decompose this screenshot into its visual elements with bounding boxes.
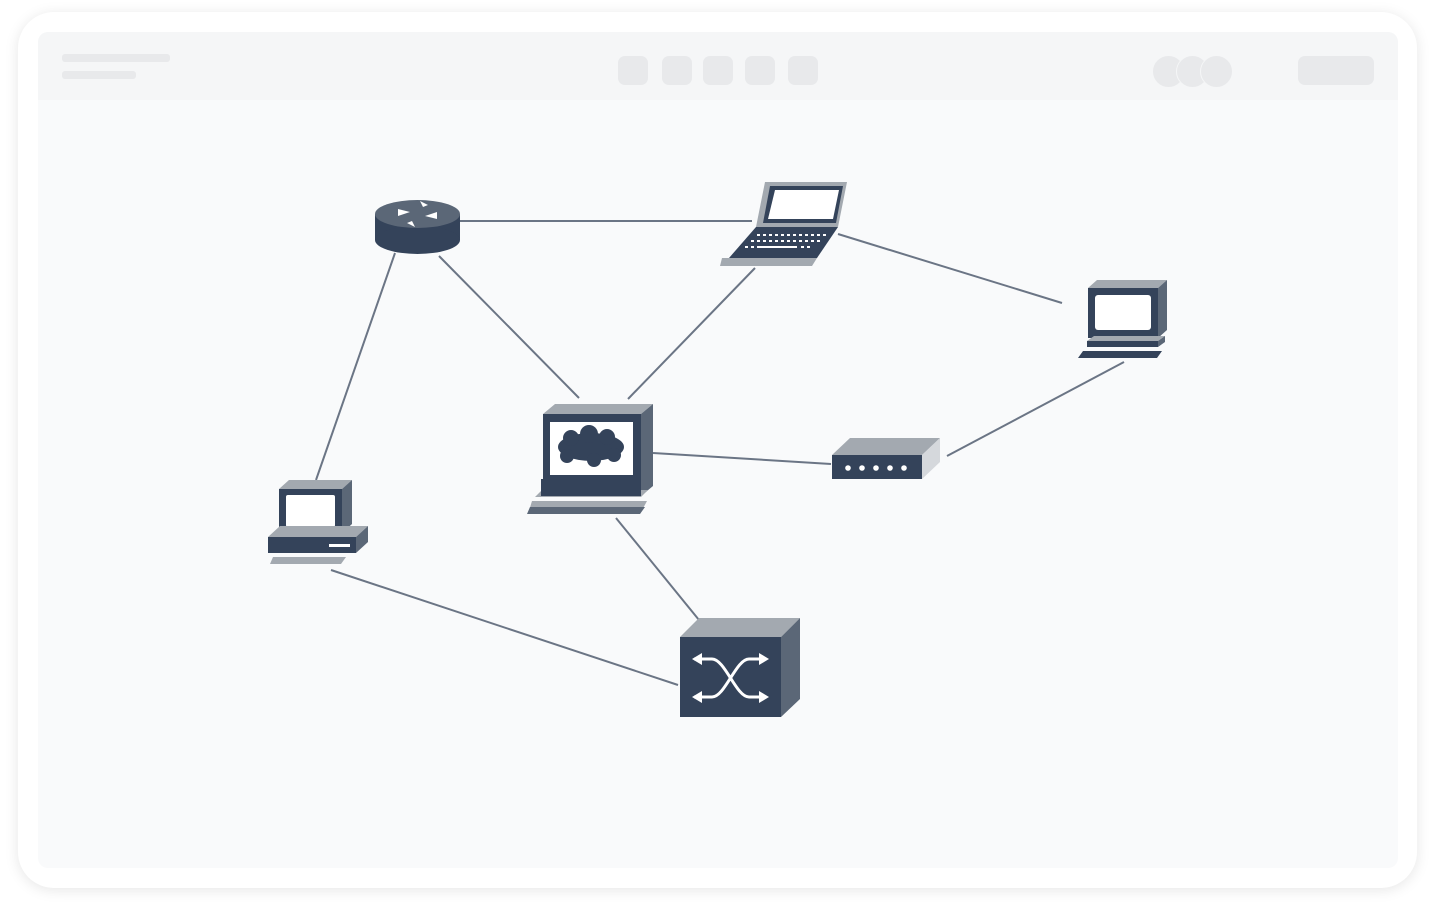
link-laptop-workstation-right[interactable] (837, 233, 1063, 304)
link-hub-cloud-server[interactable] (652, 452, 832, 465)
link-workstation-right-hub[interactable] (946, 361, 1125, 457)
workstation-icon[interactable] (1078, 280, 1167, 358)
link-router-workstation-left[interactable] (315, 252, 396, 481)
links (315, 220, 1125, 686)
toolbar-button-3[interactable] (703, 56, 733, 85)
desktop-pc-icon[interactable] (268, 480, 368, 564)
link-cloud-server-switch[interactable] (615, 517, 700, 621)
avatar-3[interactable] (1200, 55, 1233, 88)
logo-placeholder-line (62, 54, 170, 62)
diagram-canvas[interactable] (38, 32, 1398, 868)
link-router-cloud-server[interactable] (438, 255, 580, 399)
share-button[interactable] (1298, 56, 1374, 85)
logo-placeholder-line (62, 71, 136, 79)
toolbar-button-5[interactable] (788, 56, 818, 85)
switch-icon[interactable] (680, 618, 800, 717)
link-laptop-cloud-server[interactable] (627, 267, 756, 400)
router-icon[interactable] (375, 200, 460, 254)
toolbar-button-1[interactable] (618, 56, 648, 85)
toolbar-button-4[interactable] (745, 56, 775, 85)
toolbar-button-2[interactable] (662, 56, 692, 85)
hub-icon[interactable] (832, 438, 940, 479)
link-workstation-left-switch[interactable] (330, 569, 679, 686)
laptop-icon[interactable] (720, 182, 847, 266)
cloud-terminal-icon[interactable] (527, 404, 653, 514)
